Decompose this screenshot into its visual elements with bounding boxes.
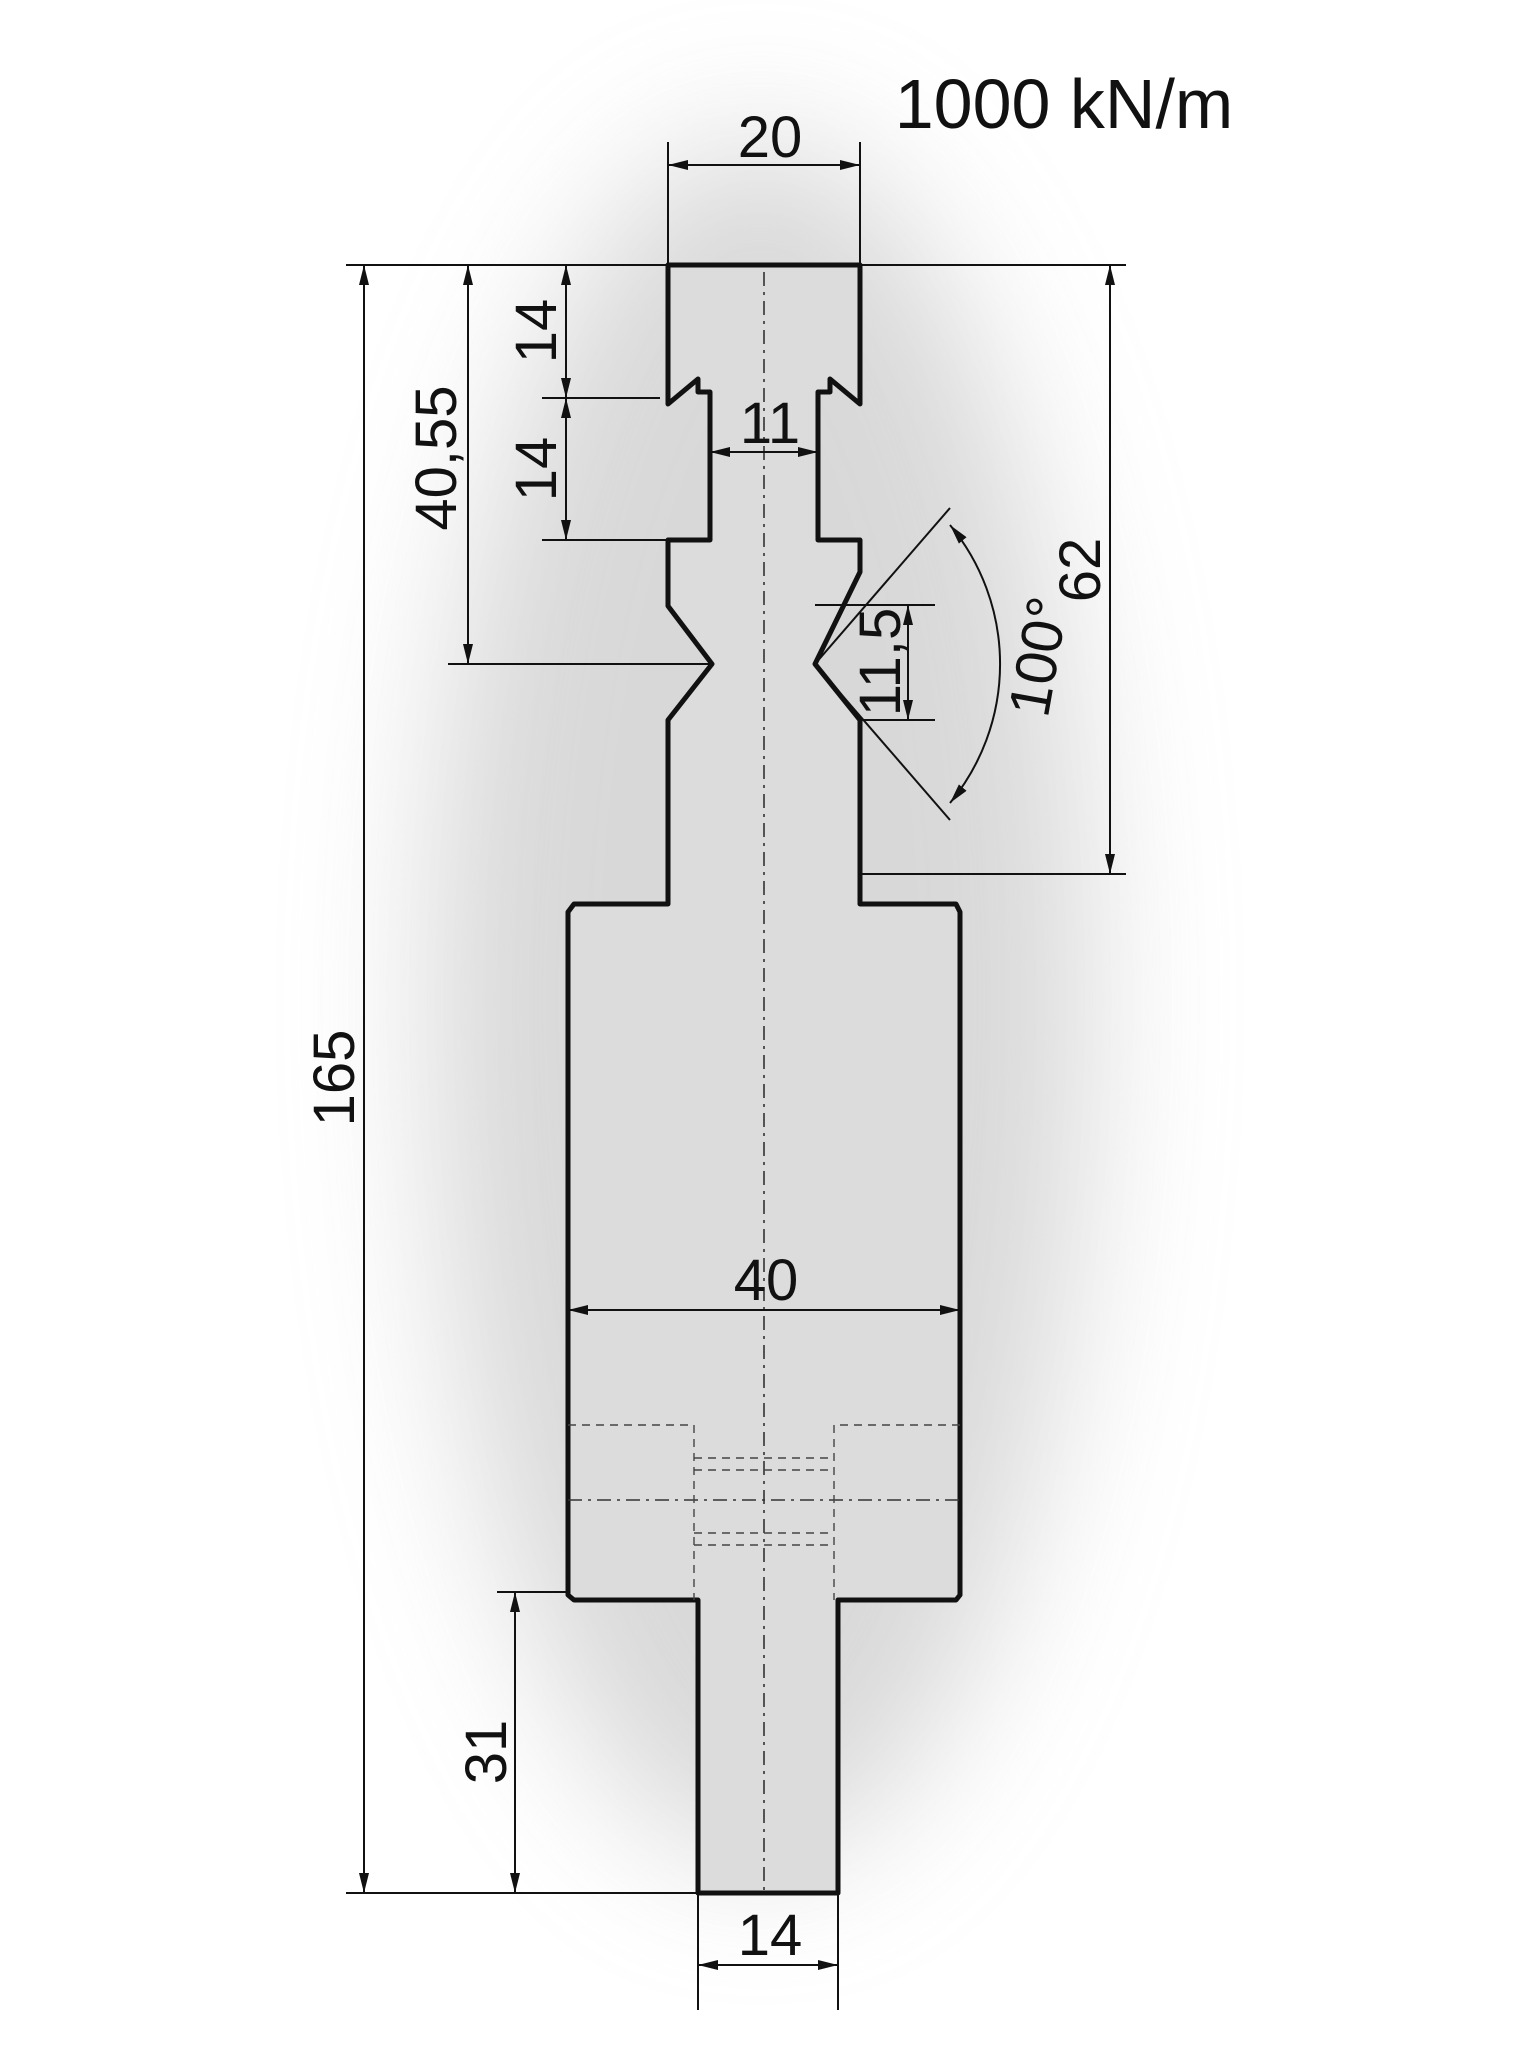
- load-rating: 1000 kN/m: [895, 65, 1233, 143]
- dim-notch-height: 11,5: [848, 608, 913, 717]
- dim-tang-height: 31: [454, 1720, 519, 1785]
- dim-notch-depth: 40,55: [404, 385, 469, 530]
- dim-upper-length: 62: [1048, 538, 1113, 603]
- dim-body-width: 40: [734, 1248, 799, 1313]
- hidden-bore: [568, 1424, 960, 1600]
- dimension-labels: 1000 kN/m 20 14 14 40,55 11 11,5 100° 62…: [302, 65, 1233, 1968]
- dimension-lines: [359, 160, 1115, 1970]
- dim-top-depth: 14: [504, 299, 569, 364]
- dim-groove-height: 14: [504, 437, 569, 502]
- dim-top-width: 20: [738, 105, 803, 170]
- dim-tang-width: 14: [738, 1903, 803, 1968]
- dim-overall-height: 165: [302, 1030, 367, 1127]
- dim-neck-width: 11: [740, 391, 800, 456]
- extension-lines: [346, 142, 1126, 2010]
- center-lines: [568, 272, 960, 1890]
